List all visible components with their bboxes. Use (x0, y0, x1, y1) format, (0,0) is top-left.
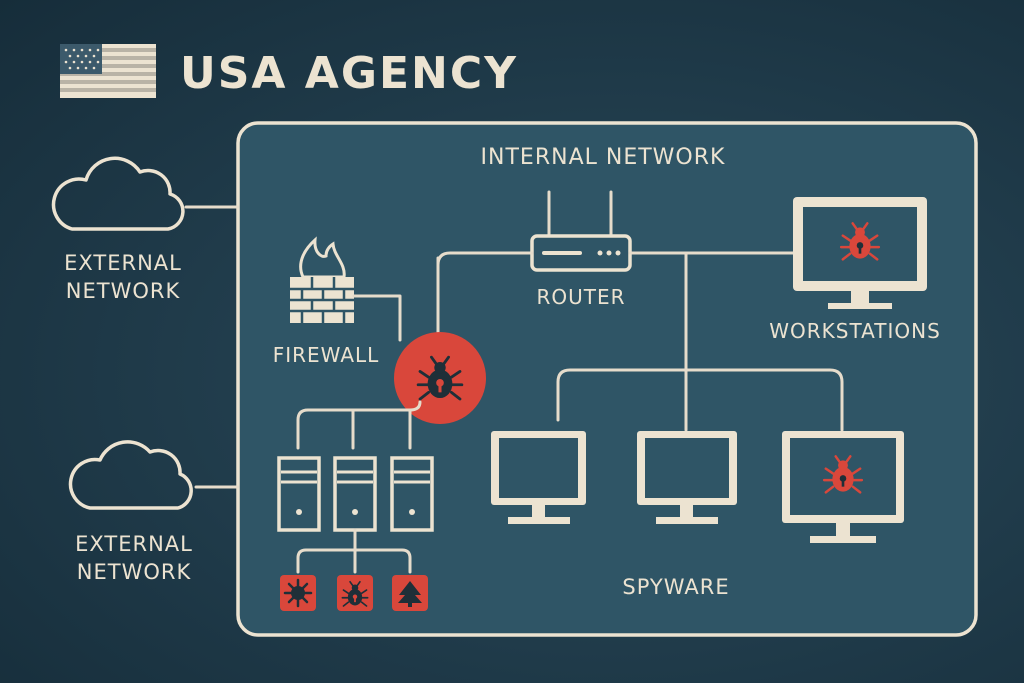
external-network-label-line2: NETWORK (77, 560, 192, 584)
server-icon (390, 456, 434, 532)
monitor-icon (491, 431, 586, 524)
monitor-icon (637, 431, 737, 524)
page-title: USA AGENCY (180, 48, 518, 99)
usa-flag-icon (60, 44, 156, 98)
external-network-label-line1: EXTERNAL (75, 532, 193, 556)
tree-icon (392, 575, 428, 611)
external-network-label-line1: EXTERNAL (64, 251, 182, 275)
spyware-label: SPYWARE (622, 575, 729, 599)
server-icon (277, 456, 321, 532)
cloud-icon (68, 440, 193, 510)
monitor-bug-icon (793, 197, 927, 309)
virus-icon (280, 575, 316, 611)
workstations-label: WORKSTATIONS (769, 319, 941, 343)
cloud-icon (51, 156, 185, 231)
internal-network-label: INTERNAL NETWORK (481, 145, 726, 170)
external-network-label-line2: NETWORK (66, 279, 181, 303)
firewall-icon (290, 236, 354, 323)
router-label: ROUTER (536, 285, 625, 309)
bug-icon (337, 575, 373, 611)
firewall-label: FIREWALL (273, 343, 380, 367)
